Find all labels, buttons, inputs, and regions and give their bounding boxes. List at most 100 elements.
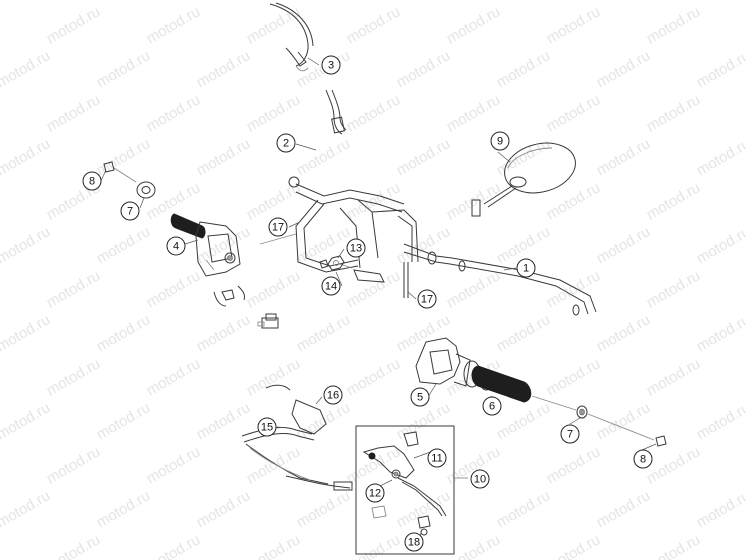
callout-circle: [417, 289, 437, 309]
callout-8: 8: [82, 171, 102, 191]
watermark-text: motod.ru: [244, 179, 304, 223]
callout-number: 9: [497, 136, 503, 148]
callout-number: 16: [327, 390, 339, 402]
watermark-text: motod.ru: [44, 355, 104, 399]
watermark-text: motod.ru: [544, 267, 604, 311]
watermark-text: motod.ru: [194, 311, 254, 355]
watermark-text: motod.ru: [94, 135, 154, 179]
callout-2: 2: [276, 133, 296, 153]
callout-circle: [365, 483, 385, 503]
part-15-16-lever: [241, 384, 329, 485]
callout-circle: [404, 532, 424, 552]
watermark-text: motod.ru: [644, 355, 704, 399]
callout-number: 8: [89, 176, 95, 188]
watermark-text: motod.ru: [394, 223, 454, 267]
callout-14: 14: [321, 276, 341, 296]
callout-circle: [490, 131, 510, 151]
watermark-text: motod.ru: [144, 443, 204, 487]
watermark-text: motod.ru: [594, 47, 654, 91]
watermark-text: motod.ru: [294, 135, 354, 179]
part-9-mirror: [471, 142, 576, 217]
watermark-text: motod.ru: [44, 3, 104, 47]
callout-number: 5: [417, 392, 423, 404]
callout-11: 11: [427, 448, 447, 468]
callout-circle: [257, 417, 277, 437]
part-2-cable: [325, 89, 347, 135]
watermark-text: motod.ru: [0, 135, 53, 179]
watermark-text: motod.ru: [544, 355, 604, 399]
watermark-text: motod.ru: [694, 223, 746, 267]
callout-number: 7: [567, 429, 573, 441]
watermark-text: motod.ru: [244, 355, 304, 399]
watermark-text: motod.ru: [194, 135, 254, 179]
callout-3: 3: [321, 55, 341, 75]
watermark-text: motod.ru: [194, 399, 254, 443]
watermark-text: motod.ru: [0, 3, 3, 47]
callout-circle: [427, 448, 447, 468]
watermark-text: motod.ru: [694, 0, 746, 3]
watermark-text: motod.ru: [0, 355, 3, 399]
callout-17: 17: [268, 217, 288, 237]
callout-number: 4: [173, 241, 179, 253]
watermark-text: motod.ru: [94, 311, 154, 355]
watermark-text: motod.ru: [94, 399, 154, 443]
watermark-text: motod.ru: [394, 47, 454, 91]
callout-circle: [323, 385, 343, 405]
part-5-6-right-grip: [415, 337, 667, 447]
watermark-text: motod.ru: [44, 443, 104, 487]
callout-circle: [516, 258, 536, 278]
callout-number: 14: [325, 281, 337, 293]
callout-circle: [276, 133, 296, 153]
watermark-text: motod.ru: [494, 311, 554, 355]
watermark-text: motod.ru: [94, 0, 154, 3]
callout-circle: [633, 449, 653, 469]
watermark-text: motod.ru: [494, 487, 554, 531]
watermark-text: motod.ru: [344, 91, 404, 135]
callout-circle: [321, 55, 341, 75]
watermark-text: motod.ru: [544, 3, 604, 47]
watermark-text: motod.ru: [544, 91, 604, 135]
watermark-text: motod.ru: [344, 179, 404, 223]
leader-lines: [100, 57, 657, 542]
callout-circle: [321, 276, 341, 296]
watermark-text: motod.ru: [594, 0, 654, 3]
watermark-text: motod.ru: [194, 0, 254, 3]
watermark-text: motod.ru: [244, 3, 304, 47]
callout-circle: [560, 424, 580, 444]
watermark-text: motod.ru: [0, 399, 53, 443]
callout-1: 1: [516, 258, 536, 278]
callout-circle: [482, 396, 502, 416]
watermark-text: motod.ru: [0, 91, 3, 135]
callout-number: 8: [640, 454, 646, 466]
watermark-text: motod.ru: [144, 91, 204, 135]
watermark-text: motod.ru: [294, 311, 354, 355]
callout-number: 10: [474, 474, 486, 486]
callout-circle: [82, 171, 102, 191]
watermark-text: motod.ru: [244, 91, 304, 135]
callout-number: 18: [408, 537, 420, 549]
watermark-text: motod.ru: [494, 47, 554, 91]
watermark-text: motod.ru: [544, 443, 604, 487]
watermark-text: motod.ru: [344, 3, 404, 47]
watermark-text: motod.ru: [144, 267, 204, 311]
callout-16: 16: [323, 385, 343, 405]
callout-number: 11: [431, 453, 442, 465]
callout-circle: [346, 238, 366, 258]
watermark-text: motod.ru: [644, 179, 704, 223]
callout-18: 18: [404, 532, 424, 552]
watermark-text: motod.ru: [0, 487, 53, 531]
watermark-text: motod.ru: [694, 135, 746, 179]
watermark-text: motod.ru: [444, 3, 504, 47]
connector-plug: [257, 313, 279, 329]
watermark-text: motod.ru: [544, 531, 604, 560]
callout-circle: [120, 201, 140, 221]
callout-number: 2: [283, 138, 289, 150]
watermark-text: motod.ru: [644, 531, 704, 560]
clutch-cable: [285, 475, 353, 491]
watermark-text: motod.ru: [44, 531, 104, 560]
watermark-text: motod.ru: [44, 91, 104, 135]
callout-number: 17: [272, 222, 284, 234]
watermark-text: motod.ru: [644, 267, 704, 311]
